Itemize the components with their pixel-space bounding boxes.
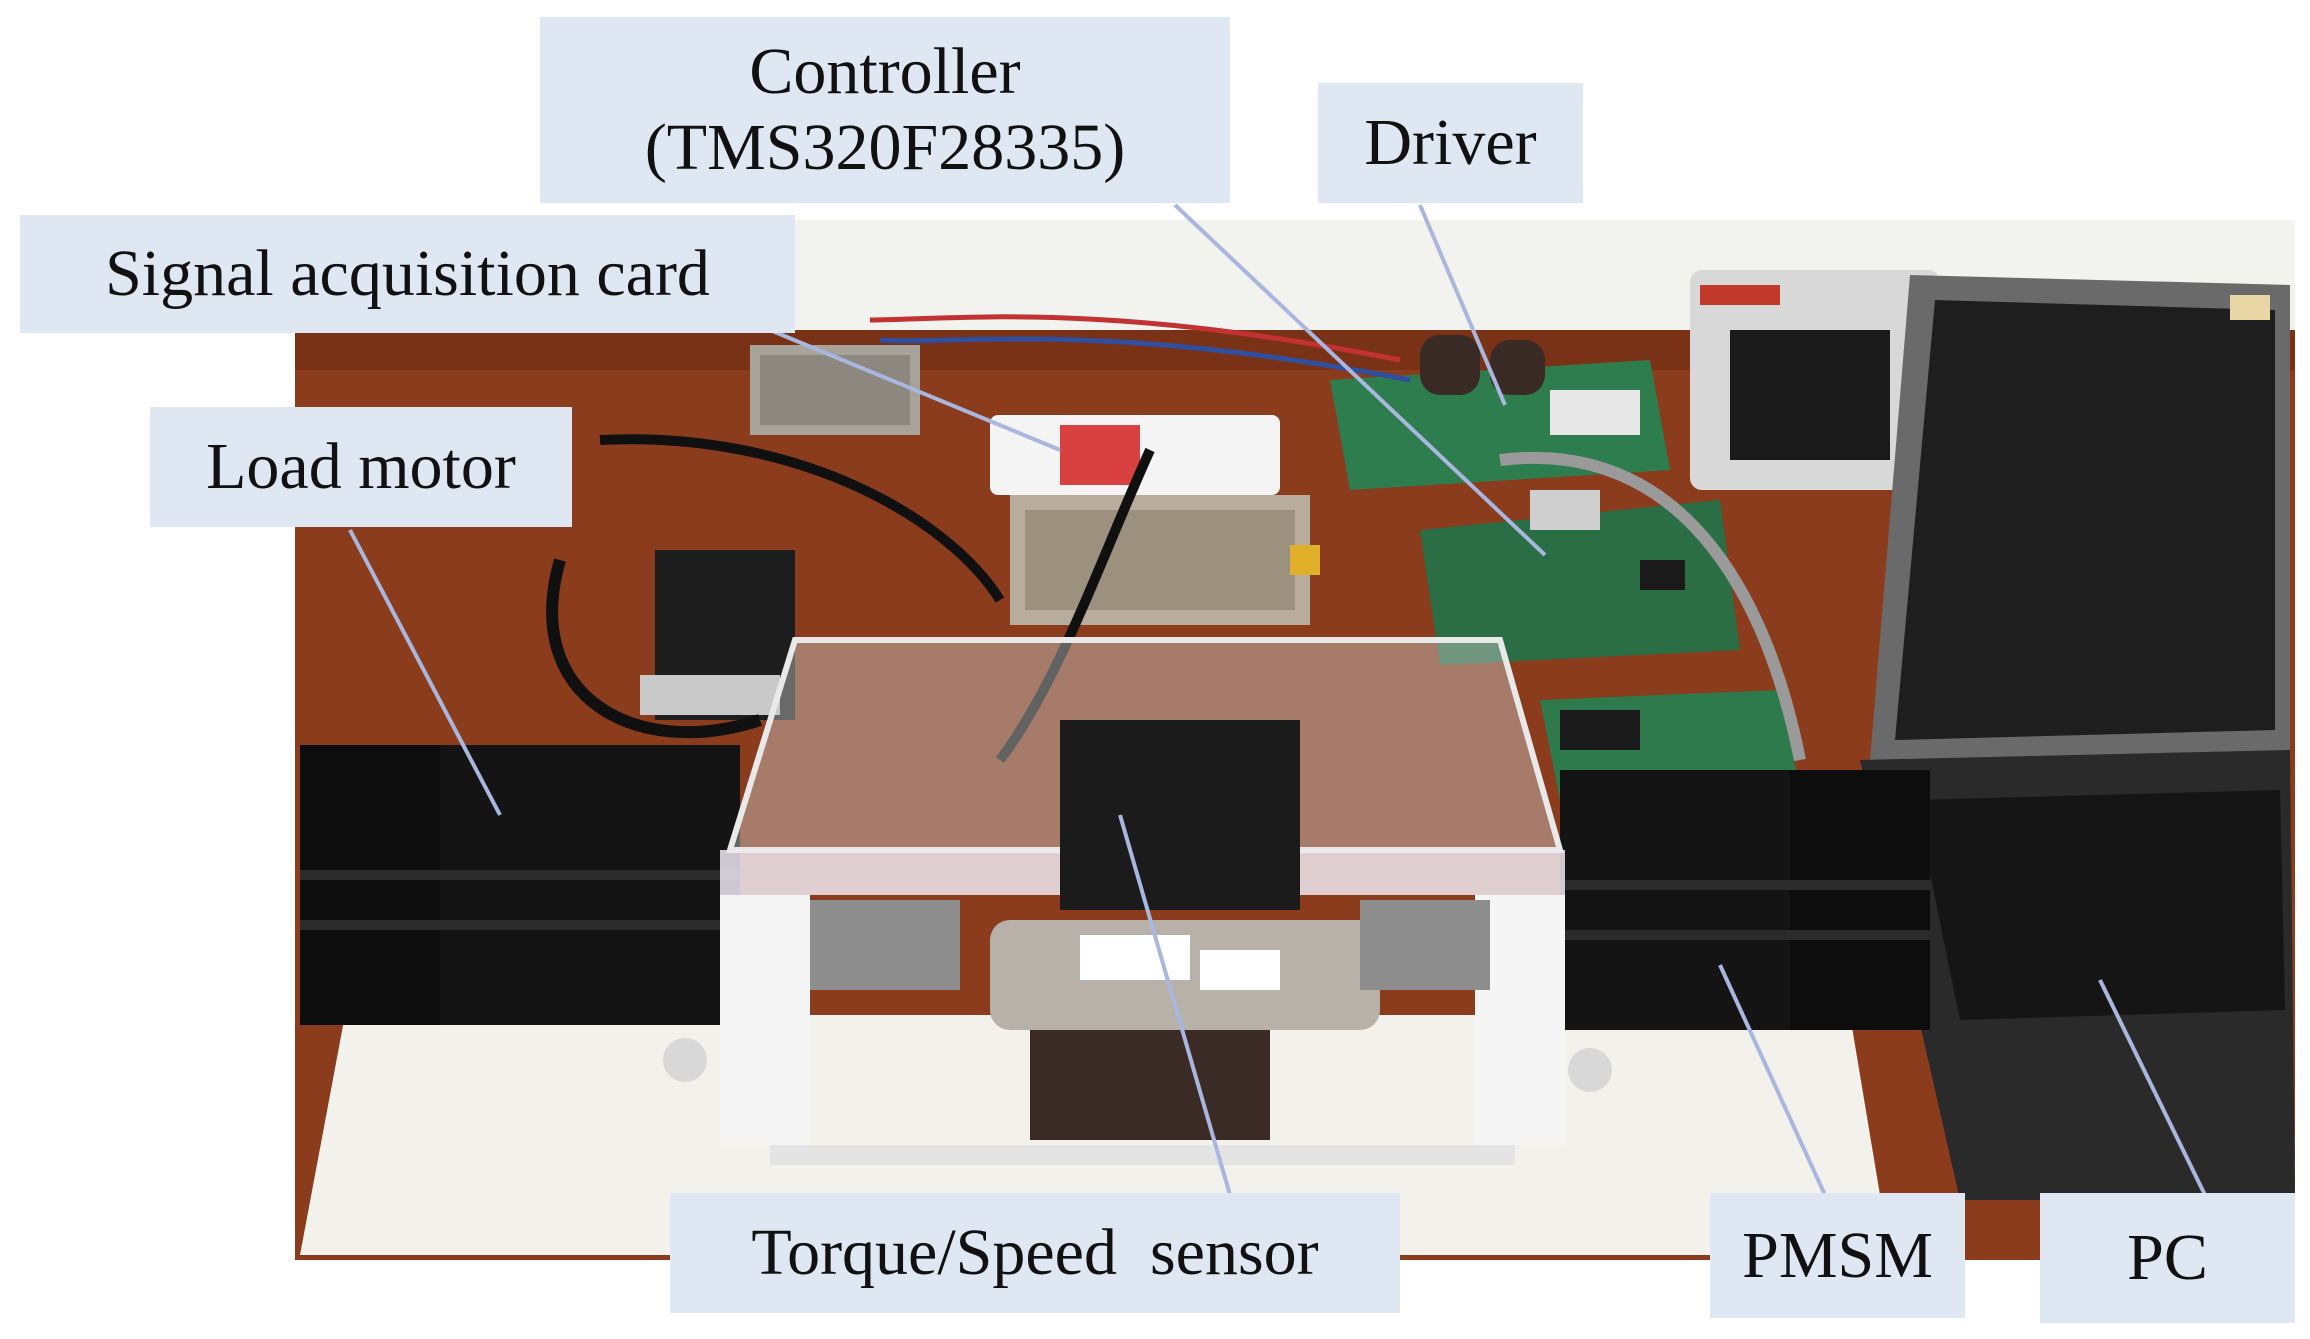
torque-speed-sensor <box>990 720 1380 1140</box>
label-pmsm: PMSM <box>1710 1193 1965 1318</box>
cable <box>546 558 762 739</box>
label-controller: Controller (TMS320F28335) <box>540 17 1230 203</box>
signal-acquisition-box <box>990 415 1280 495</box>
label-controller-line2: (TMS320F28335) <box>644 111 1126 184</box>
label-driver: Driver <box>1318 83 1583 203</box>
laptop-pc <box>1860 275 2295 1200</box>
label-pc: PC <box>2040 1193 2295 1323</box>
foot-right <box>1568 1048 1612 1092</box>
leader-lines <box>348 203 2207 1196</box>
load-motor <box>300 745 740 1025</box>
controller-board <box>1420 490 1740 665</box>
power-supply-center <box>1010 495 1320 625</box>
coupling-right <box>1360 900 1490 990</box>
pmsm-motor <box>1560 770 1930 1030</box>
label-load-motor: Load motor <box>150 407 572 527</box>
label-torque-speed-sensor: Torque/Speed sensor <box>670 1193 1400 1313</box>
oscilloscope <box>1690 270 1940 490</box>
label-controller-line1: Controller <box>749 35 1021 109</box>
foot-left <box>663 1038 707 1082</box>
encoder-box <box>640 550 795 720</box>
coupling-left <box>810 900 960 990</box>
label-signal-acquisition-card: Signal acquisition card <box>20 215 795 333</box>
power-supply-left <box>750 345 920 435</box>
